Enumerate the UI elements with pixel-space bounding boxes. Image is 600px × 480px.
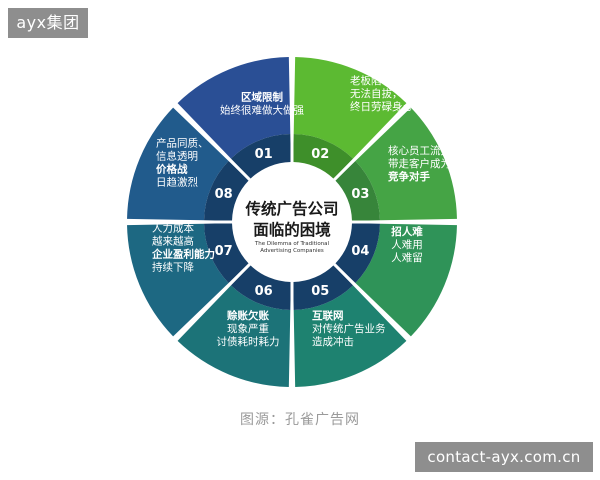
segment-08-line-2: 信息透明 bbox=[156, 150, 198, 163]
segment-02 bbox=[293, 57, 407, 159]
segment-inner-01 bbox=[230, 134, 291, 179]
segment-number-07: 07 bbox=[215, 244, 233, 259]
segment-03-line-2: 带走客户成为 bbox=[388, 157, 451, 170]
segment-divider bbox=[330, 103, 411, 184]
segment-01-line-1: 区域限制 bbox=[241, 91, 283, 104]
segment-inner-02 bbox=[293, 134, 354, 179]
segment-number-01: 01 bbox=[255, 147, 273, 162]
segment-inner-07 bbox=[204, 223, 249, 284]
segment-number-06: 06 bbox=[255, 284, 273, 299]
segment-03-line-1: 核心员工流失 bbox=[388, 144, 451, 157]
source-caption: 图源：孔雀广告网 bbox=[240, 412, 360, 428]
segment-divider bbox=[173, 260, 254, 341]
segment-08 bbox=[127, 107, 229, 221]
segment-05-line-2: 对传统广告业务 bbox=[312, 322, 386, 335]
segment-02-line-3: 终日劳碌身心俱疲 bbox=[350, 100, 434, 113]
segment-inner-04 bbox=[335, 223, 380, 284]
segment-number-03: 03 bbox=[351, 187, 369, 202]
segment-number-08: 08 bbox=[215, 187, 233, 202]
segment-06-line-2: 现象严重 bbox=[227, 322, 269, 335]
segment-05 bbox=[293, 285, 407, 387]
center-subtitle-line2: Advertising Companies bbox=[260, 248, 324, 254]
segment-number-04: 04 bbox=[351, 244, 369, 259]
segment-06-line-1: 赊账欠账 bbox=[227, 309, 269, 322]
segment-08-line-3: 价格战 bbox=[156, 163, 188, 176]
segment-02-line-2: 无法自拔， bbox=[350, 87, 403, 100]
segment-07-line-1: 人力成本 bbox=[152, 222, 194, 235]
segment-divider bbox=[173, 103, 254, 184]
segment-01-line-2: 始终很难做大做强 bbox=[220, 104, 304, 117]
segment-05-line-3: 造成冲击 bbox=[312, 335, 354, 348]
brand-tag: ayx集团 bbox=[8, 8, 88, 38]
segment-04-line-2: 人难用 bbox=[391, 239, 423, 251]
segment-04-line-3: 人难留 bbox=[391, 251, 423, 264]
segment-06-line-3: 讨债耗时耗力 bbox=[217, 335, 280, 348]
contact-tag: contact-ayx.com.cn bbox=[415, 442, 593, 472]
segment-08-line-4: 日趋激烈 bbox=[156, 176, 198, 189]
segment-inner-05 bbox=[293, 265, 354, 310]
segment-04 bbox=[355, 223, 457, 337]
segment-03-line-3: 竞争对手 bbox=[388, 170, 430, 183]
segment-divider bbox=[330, 260, 411, 341]
segment-number-05: 05 bbox=[311, 284, 329, 299]
center-title-line2: 面临的困境 bbox=[253, 220, 331, 239]
center-hub: 传统广告公司 面临的困境 The Dilemma of Traditional … bbox=[234, 164, 350, 280]
segment-number-02: 02 bbox=[311, 147, 329, 162]
segment-07-line-3: 企业盈利能力 bbox=[151, 248, 215, 261]
center-title-line1: 传统广告公司 bbox=[244, 199, 338, 218]
segment-06 bbox=[177, 285, 291, 387]
segment-02-line-1: 老板陷于具体事务 bbox=[350, 74, 434, 87]
segment-07-line-4: 持续下降 bbox=[152, 261, 194, 274]
segment-05-line-1: 互联网 bbox=[312, 309, 344, 322]
segment-inner-06 bbox=[230, 265, 291, 310]
center-disc bbox=[234, 164, 350, 280]
segment-08-line-1: 产品同质、 bbox=[156, 137, 209, 150]
segments-layer bbox=[126, 56, 458, 388]
segment-07-line-2: 越来越高 bbox=[152, 235, 194, 248]
segment-01 bbox=[177, 57, 291, 159]
segment-07 bbox=[127, 223, 229, 337]
segment-inner-08 bbox=[204, 160, 249, 221]
segment-04-line-1: 招人难 bbox=[391, 225, 423, 238]
center-subtitle-line1: The Dilemma of Traditional bbox=[254, 241, 330, 247]
segment-03 bbox=[355, 107, 457, 221]
segment-inner-03 bbox=[335, 160, 380, 221]
